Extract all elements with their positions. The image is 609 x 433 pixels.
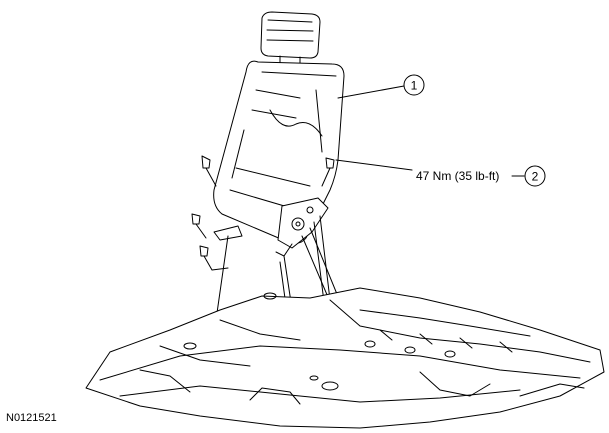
callout-1-number: 1 [411, 79, 418, 93]
headrest [260, 11, 321, 68]
bolt-left-bottom [199, 245, 229, 271]
bolts [191, 155, 335, 271]
floor-pan [85, 287, 605, 429]
callout-2-leader [335, 159, 413, 171]
callout-2-number: 2 [532, 170, 539, 184]
bolt-right-upper [321, 157, 335, 187]
bolt-left-upper [201, 155, 217, 187]
bolt-left-lower [191, 213, 207, 239]
callout-1-leader [337, 85, 405, 99]
seat-back [213, 60, 345, 244]
figure-id: N0121521 [6, 412, 57, 424]
callout-2: 2 [524, 165, 546, 187]
recliner-mechanism [275, 197, 329, 257]
callout-1: 1 [403, 74, 425, 96]
torque-spec-label: 47 Nm (35 lb-ft) [416, 169, 500, 183]
